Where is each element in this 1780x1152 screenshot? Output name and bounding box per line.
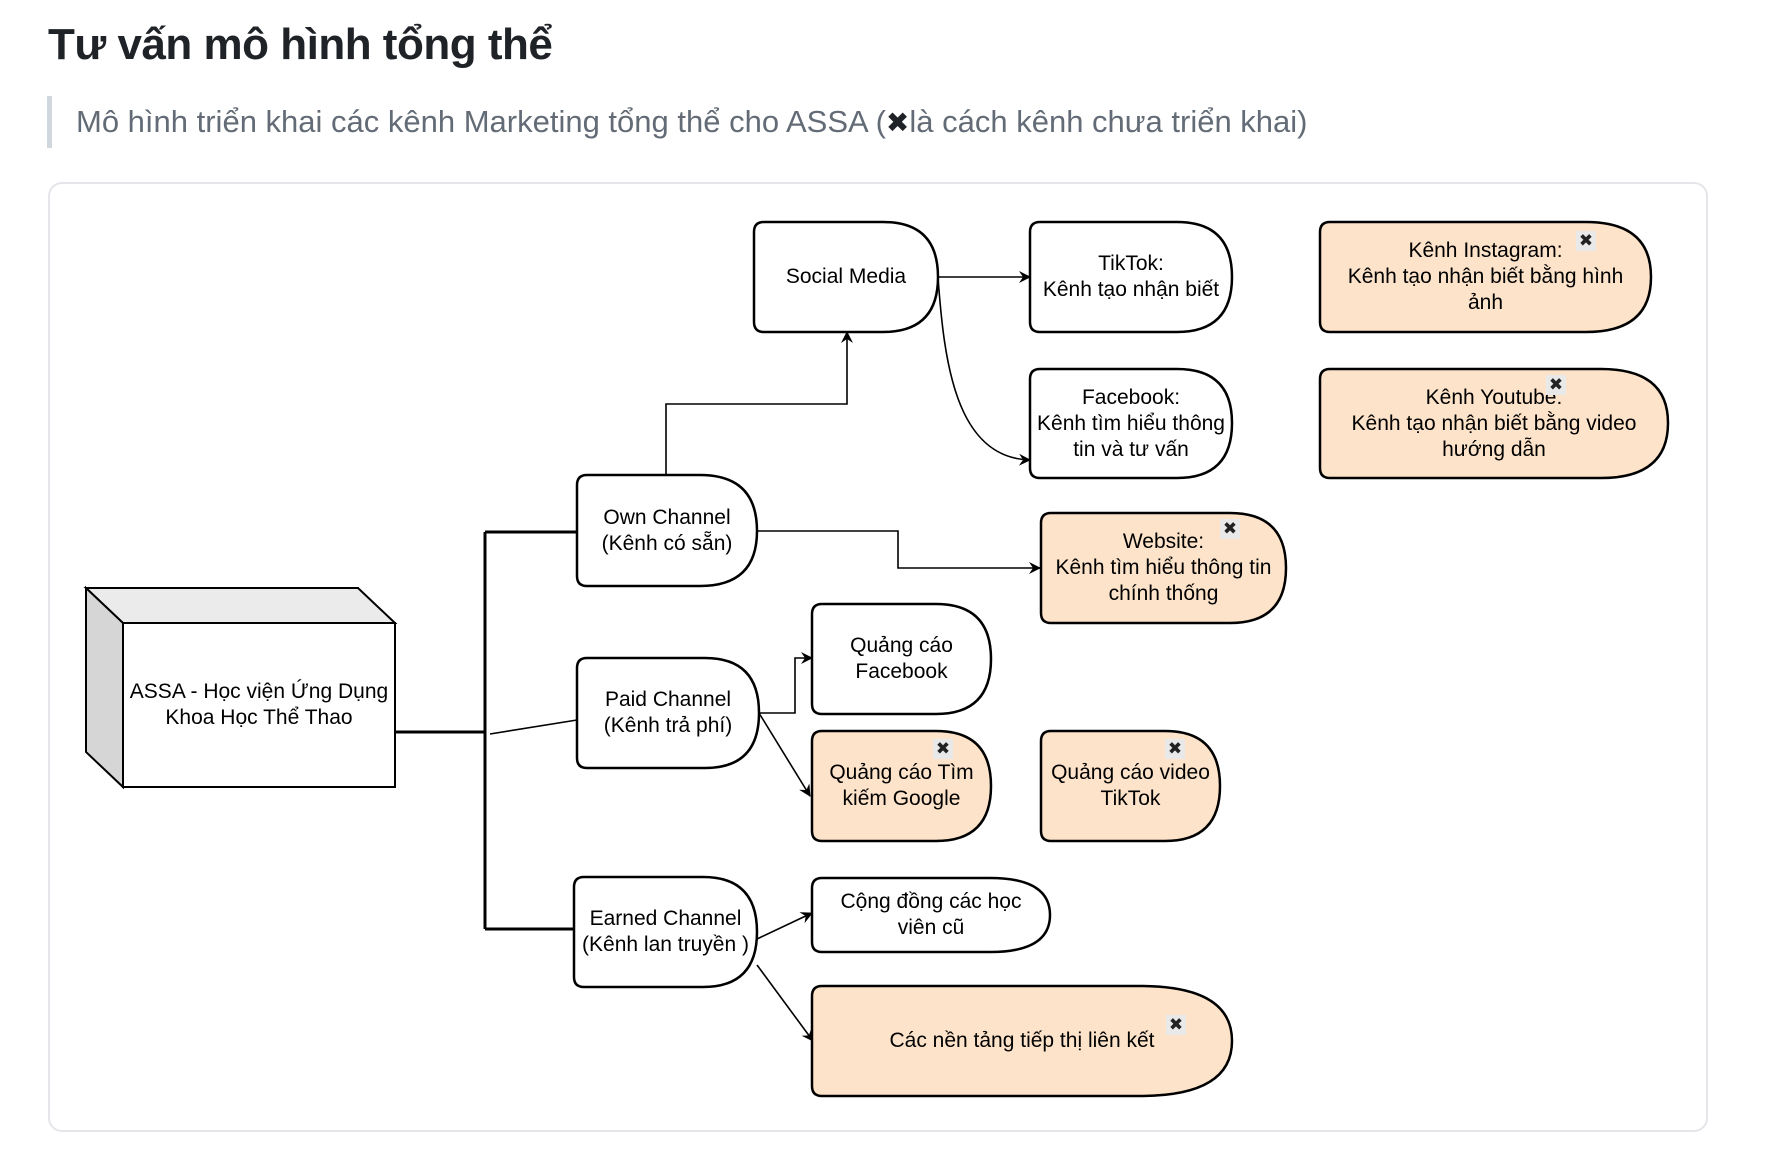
node-ads-facebook-shape: [810, 602, 993, 716]
ads-google-label: Quảng cáo Tìm kiếm Google: [829, 761, 974, 810]
connector-root-paid: [489, 719, 578, 735]
node-paid-channel-shape: [575, 656, 761, 770]
connector-own-social: [665, 331, 853, 475]
connector-social-facebook: [937, 276, 1031, 466]
connector-paid-ads-google: [758, 712, 811, 797]
ads-tiktok-label: Quảng cáo video TikTok: [1051, 761, 1210, 810]
youtube-label: Kênh Youtube: Kênh tạo nhận biết bằng vi…: [1351, 385, 1637, 461]
tiktok-label: TikTok: Kênh tạo nhận biết: [1042, 252, 1220, 301]
root-branch-connectors: [395, 530, 577, 931]
node-own-channel-shape: [575, 473, 759, 588]
affiliate-not-deployed-x-icon: ✖: [1166, 1015, 1186, 1035]
node-facebook-shape: [1028, 367, 1234, 480]
website-not-deployed-x-icon: ✖: [1220, 519, 1240, 539]
instagram-not-deployed-x-icon: ✖: [1576, 231, 1596, 251]
paid-channel-label: Paid Channel (Kênh trả phí): [603, 688, 733, 737]
node-affiliate-shape: [810, 984, 1234, 1098]
root-node-box: [83, 585, 398, 790]
close-x-icon: ✖: [885, 105, 910, 139]
ads-google-not-deployed-x-icon: ✖: [933, 739, 953, 759]
node-tiktok-shape: [1028, 220, 1234, 334]
node-community-shape: [810, 876, 1052, 954]
connector-paid-ads-facebook: [759, 652, 813, 714]
facebook-label: Facebook: Kênh tìm hiểu thông tin và tư …: [1037, 385, 1225, 461]
instagram-label: Kênh Instagram: Kênh tạo nhận biết bằng …: [1347, 239, 1624, 314]
node-earned-channel-shape: [572, 875, 759, 989]
earned-channel-label: Earned Channel (Kênh lan truyền ): [582, 907, 749, 956]
caption-text-after: là cách kênh chưa triển khai): [909, 104, 1308, 139]
node-youtube-shape: [1318, 367, 1670, 480]
ads-tiktok-not-deployed-x-icon: ✖: [1165, 739, 1185, 759]
root-node-label: ASSA - Học viện Ứng Dụng Khoa Học Thể Th…: [129, 680, 389, 729]
node-instagram-shape: [1318, 220, 1653, 334]
website-label: Website: Kênh tìm hiểu thông tin chính t…: [1055, 530, 1272, 605]
affiliate-label: Các nền tảng tiếp thị liên kết: [889, 1029, 1155, 1052]
connector-earned-community: [756, 912, 813, 940]
social-media-label: Social Media: [785, 265, 907, 288]
community-label: Cộng đồng các học viên cũ: [840, 890, 1022, 939]
own-channel-label: Own Channel (Kênh có sẵn): [601, 505, 733, 555]
ads-facebook-label: Quảng cáo Facebook: [850, 634, 953, 683]
youtube-not-deployed-x-icon: ✖: [1546, 375, 1566, 395]
page-title: Tư vấn mô hình tổng thể: [48, 20, 553, 69]
node-website-shape: [1039, 511, 1288, 625]
caption-text-before: Mô hình triển khai các kênh Marketing tổ…: [76, 104, 886, 139]
diagram-caption: Mô hình triển khai các kênh Marketing tổ…: [47, 96, 1308, 148]
connector-earned-affiliate: [756, 964, 814, 1042]
node-social-media-shape: [752, 220, 940, 334]
connector-own-website: [757, 530, 1041, 574]
